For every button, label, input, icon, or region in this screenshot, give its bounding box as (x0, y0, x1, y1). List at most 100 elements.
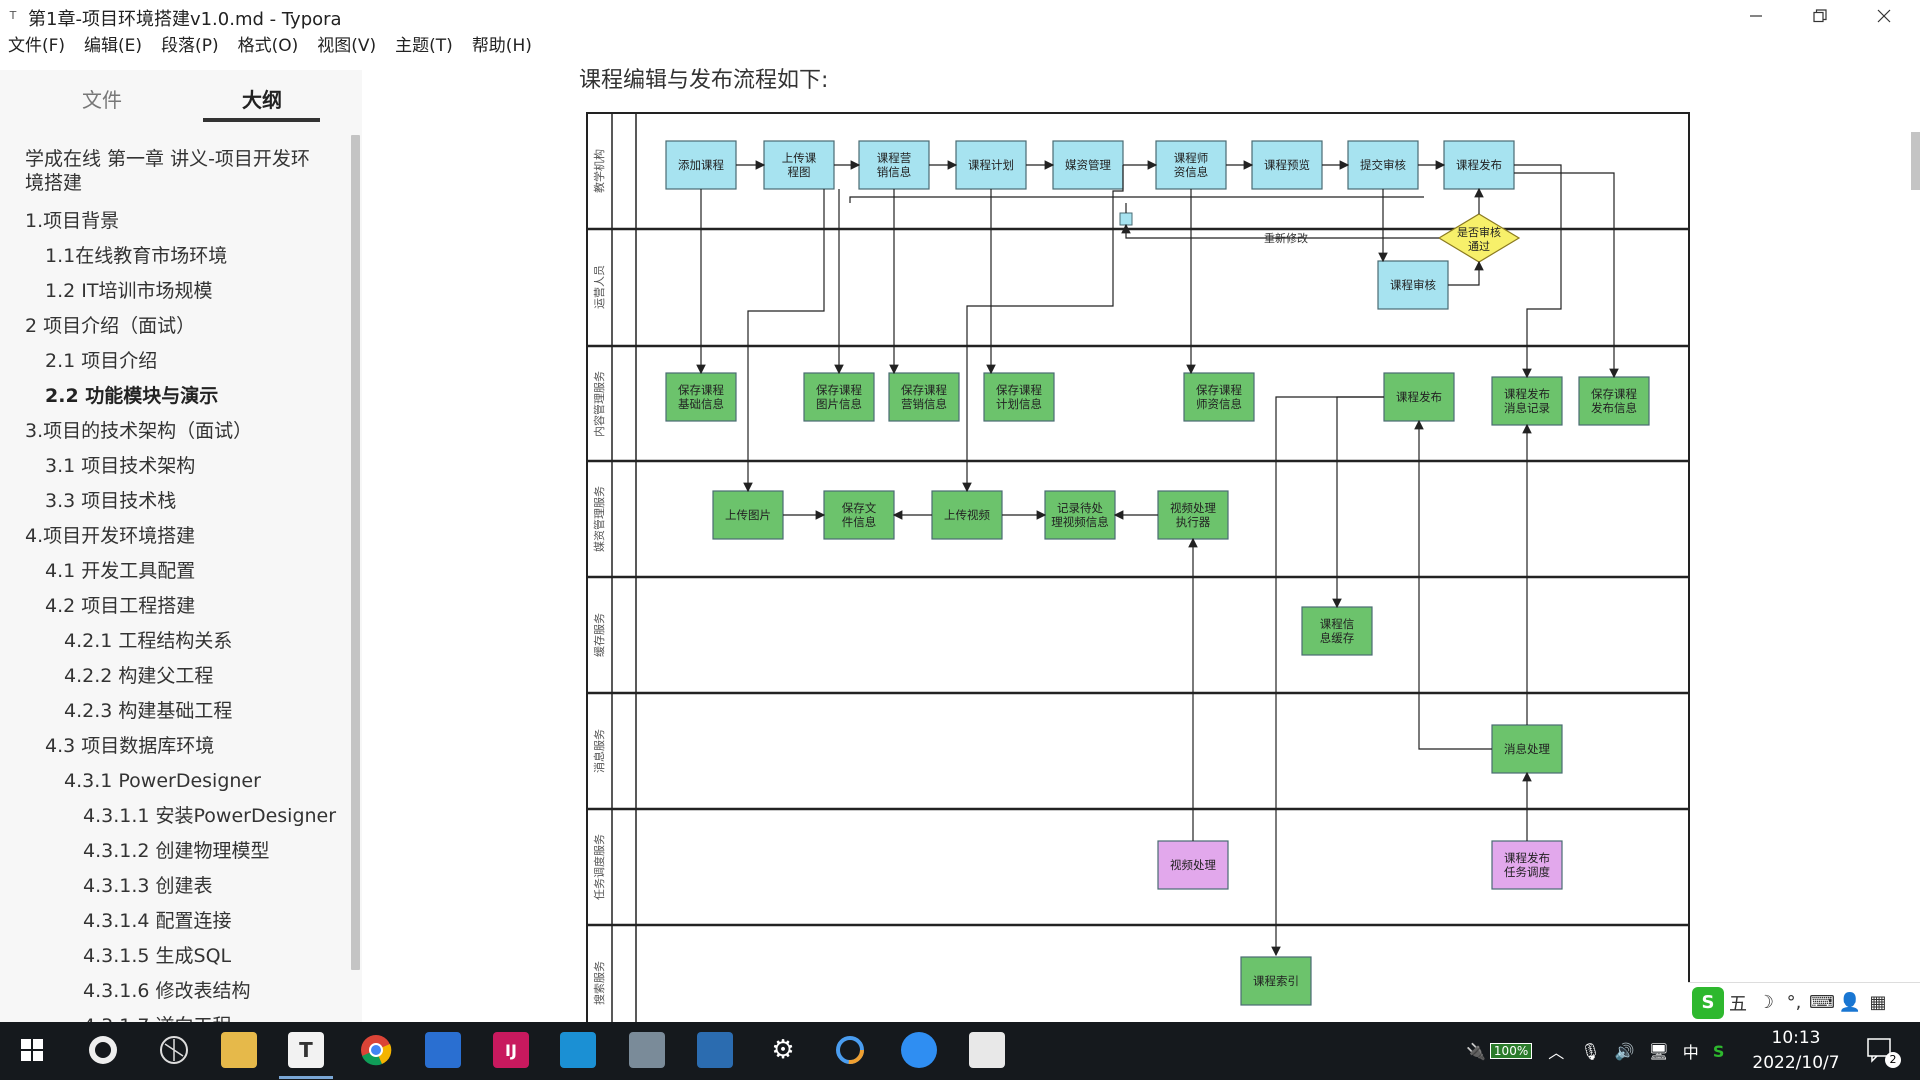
typora-taskbar-icon[interactable]: T (288, 1032, 324, 1068)
terminal-app-icon[interactable] (969, 1032, 1005, 1068)
flow-node-label: 师资信息 (1196, 397, 1242, 411)
volume-icon[interactable]: 🔊 (1614, 1041, 1635, 1061)
outline-item[interactable]: 4.2.1 工程结构关系 (64, 630, 233, 652)
flow-node-label: 上传视频 (944, 508, 990, 522)
ime-grid-icon[interactable]: ▦ (1869, 992, 1887, 1013)
lane-label: 教学机构 (592, 149, 606, 193)
flow-node-upload_image (712, 490, 784, 540)
outline-item[interactable]: 4.2 项目工程搭建 (45, 595, 196, 617)
battery-indicator[interactable]: 100% (1489, 1043, 1533, 1059)
flow-node-label: 发布信息 (1591, 401, 1637, 415)
outline-item[interactable]: 4.3.1.1 安装PowerDesigner (83, 805, 337, 827)
lane-label: 任务调度服务 (592, 834, 606, 900)
outline-item[interactable]: 4.2.2 构建父工程 (64, 665, 214, 687)
ime-user-icon[interactable]: 👤 (1838, 992, 1862, 1013)
ime-punctuation-icon[interactable]: °, (1786, 992, 1802, 1013)
outline-item[interactable]: 4.3.1.7 逆向工程 (0, 1009, 350, 1022)
ime-mode-wubi[interactable]: 五 (1729, 993, 1747, 1015)
outline-item[interactable]: 2.2 功能模块与演示 (45, 385, 219, 407)
photos-icon[interactable] (425, 1032, 461, 1068)
notification-center-icon[interactable] (1862, 1032, 1898, 1068)
flow-node-label: 课程发布 (1456, 158, 1502, 172)
outline-item[interactable]: 4.3.1.5 生成SQL (83, 945, 232, 967)
clock[interactable]: 10:13 2022/10/7 (1752, 1026, 1840, 1076)
outline-item[interactable]: 4.3 项目数据库环境 (45, 735, 215, 757)
menu-help[interactable]: 帮助(H) (471, 36, 532, 56)
microphone-icon[interactable]: 🎙 (1580, 1041, 1601, 1061)
intellij-idea-icon[interactable]: IJ (493, 1032, 529, 1068)
outline-item[interactable]: 4.3.1.2 创建物理模型 (83, 840, 270, 862)
colorful-circle-app-icon[interactable] (832, 1032, 868, 1068)
outline-item[interactable]: 2 项目介绍（面试） (25, 315, 196, 337)
power-plug-icon[interactable]: 🔌 (1466, 1041, 1486, 1061)
remote-desktop-icon[interactable] (560, 1032, 596, 1068)
outline-item[interactable]: 4.1 开发工具配置 (45, 560, 196, 582)
outline-item[interactable]: 学成在线 第一章 讲义-项目开发环境搭建 (25, 148, 310, 194)
flow-node-label: 消息处理 (1504, 742, 1550, 756)
outline-item[interactable]: 4.3.1.3 创建表 (83, 875, 213, 897)
outline-list: 学成在线 第一章 讲义-项目开发环境搭建 1.项目背景 1.1在线教育市场环境 1.2… (0, 145, 350, 1022)
outline-item[interactable]: 1.项目背景 (25, 210, 120, 232)
flow-edge (849, 196, 1424, 203)
flow-edge (1448, 260, 1484, 286)
sogou-tray-icon[interactable]: S (1712, 1041, 1725, 1061)
outline-item[interactable]: 3.3 项目技术栈 (45, 490, 177, 512)
ime-moon-icon[interactable]: ☽ (1757, 992, 1775, 1013)
editor-area[interactable]: 课程编辑与发布流程如下: 教学机构运营人员内容管理服务媒资管理服务缓存服务消息服… (362, 61, 1920, 1022)
menu-view[interactable]: 视图(V) (317, 36, 377, 56)
restore-button[interactable] (1788, 0, 1852, 31)
menu-format[interactable]: 格式(O) (237, 36, 299, 56)
outline-item[interactable]: 1.1在线教育市场环境 (45, 245, 228, 267)
menu-paragraph[interactable]: 段落(P) (161, 36, 219, 56)
system-tray: 🔌 100% ︿ 🎙 🔊 🖥 中 S (1466, 1022, 1724, 1080)
clock-time: 10:13 (1771, 1028, 1821, 1048)
flow-node-label: 消息记录 (1504, 401, 1550, 415)
file-explorer-icon[interactable] (221, 1032, 257, 1068)
flow-node-label: 基础信息 (678, 397, 724, 411)
menu-theme[interactable]: 主题(T) (395, 36, 453, 56)
chrome-icon[interactable] (358, 1032, 394, 1068)
editor-scrollbar[interactable] (1911, 132, 1920, 190)
outline-item[interactable]: 3.项目的技术架构（面试） (25, 420, 253, 442)
flow-node-upload_video (931, 490, 1003, 540)
outline-item[interactable]: 4.项目开发环境搭建 (25, 525, 196, 547)
flow-node-label: 件信息 (842, 515, 877, 529)
outline-item[interactable]: 4.2.3 构建基础工程 (64, 700, 233, 722)
title-bar: T 第1章-项目环境搭建v1.0.md - Typora (0, 0, 1920, 31)
flow-node-upload_pic (763, 140, 835, 190)
input-language-indicator[interactable]: 中 (1682, 1043, 1699, 1062)
network-icon[interactable]: 🖥 (1648, 1041, 1669, 1061)
mindmap-app-icon[interactable] (901, 1032, 937, 1068)
flow-node-course_index (1240, 956, 1312, 1006)
window-app-icon[interactable] (697, 1032, 733, 1068)
outline-item[interactable]: 2.1 项目介绍 (45, 350, 158, 372)
outline-item[interactable]: 1.2 IT培训市场规模 (45, 280, 213, 302)
menu-edit[interactable]: 编辑(E) (84, 36, 143, 56)
tab-files[interactable]: 文件 (82, 88, 122, 112)
restore-icon (1813, 8, 1827, 22)
sidebar-scrollbar[interactable] (351, 135, 360, 970)
tray-chevron-up-icon[interactable]: ︿ (1548, 1043, 1565, 1062)
ime-keyboard-icon[interactable]: ⌨ (1809, 992, 1835, 1013)
outline-item[interactable]: 4.3.1.4 配置连接 (83, 910, 232, 932)
settings-gear-icon[interactable]: ⚙ (771, 1035, 795, 1065)
task-view-icon[interactable] (156, 1032, 192, 1068)
outline-item[interactable]: 4.3.1 PowerDesigner (64, 770, 261, 792)
flow-node-label: 保存课程 (1591, 387, 1637, 401)
flow-node-label: 课程计划 (968, 158, 1014, 172)
outline-item[interactable]: 3.1 项目技术架构 (45, 455, 196, 477)
tab-outline[interactable]: 大纲 (242, 88, 282, 112)
flow-node-label: 任务调度 (1504, 865, 1550, 879)
minimize-button[interactable] (1724, 0, 1788, 31)
flow-node-label: 理视频信息 (1051, 515, 1109, 529)
sogou-ime-logo-icon[interactable]: S (1692, 986, 1724, 1019)
outline-item[interactable]: 4.3.1.6 修改表结构 (83, 980, 251, 1002)
flow-edge (1414, 419, 1492, 750)
edge-label-revise: 重新修改 (1264, 231, 1308, 245)
start-windows-icon[interactable] (14, 1032, 50, 1068)
menu-file[interactable]: 文件(F) (8, 36, 66, 56)
database-tool-icon[interactable] (629, 1032, 665, 1068)
close-button[interactable] (1852, 0, 1916, 31)
minimize-icon (1750, 14, 1762, 17)
search-circle-icon[interactable] (85, 1032, 121, 1068)
